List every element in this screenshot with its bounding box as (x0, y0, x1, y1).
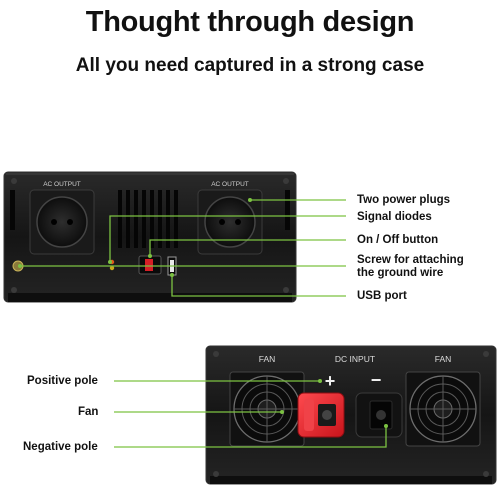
screw-icon (283, 287, 289, 293)
callout-fan: Fan (78, 406, 99, 418)
socket-label-left: AC OUTPUT (43, 181, 81, 188)
fan-left-label: FAN (259, 354, 276, 364)
rear-panel: FAN DC INPUT FAN + − (205, 345, 497, 485)
page-subtitle: All you need captured in a strong case (75, 55, 425, 76)
socket-label-right: AC OUTPUT (211, 181, 249, 188)
fan-left (229, 371, 305, 447)
callout-positive-pole: Positive pole (27, 375, 98, 387)
callout-signal-diodes: Signal diodes (357, 211, 432, 223)
callout-ground-screw: Screw for attaching the ground wire (357, 254, 464, 280)
minus-sign: − (371, 370, 382, 390)
screw-icon (483, 471, 489, 477)
callout-two-power-plugs: Two power plugs (357, 194, 451, 206)
page-title: Thought through design (85, 6, 415, 38)
callout-negative-pole: Negative pole (23, 441, 98, 453)
screw-icon (283, 178, 289, 184)
dc-input-label: DC INPUT (335, 354, 375, 364)
power-socket-right (204, 196, 256, 248)
screw-icon (213, 471, 219, 477)
screw-icon (11, 287, 17, 293)
front-callout-dots (18, 198, 252, 277)
power-socket-left (36, 196, 88, 248)
screw-icon (11, 178, 17, 184)
front-panel: AC OUTPUT AC OUTPUT (3, 171, 297, 303)
screw-icon (483, 351, 489, 357)
negative-terminal[interactable] (355, 392, 403, 438)
positive-terminal[interactable] (297, 392, 345, 438)
callout-ground-screw-line1: Screw for attaching (357, 254, 464, 266)
rear-callout-dots (280, 379, 388, 428)
callout-usb-port: USB port (357, 290, 407, 302)
fan-right-label: FAN (435, 354, 452, 364)
signal-diode-icon (109, 265, 115, 271)
callout-ground-screw-line2: the ground wire (357, 267, 444, 279)
power-switch-rocker (145, 259, 153, 271)
fan-right (405, 371, 481, 447)
rear-callout-lines (114, 380, 387, 448)
screw-icon (213, 351, 219, 357)
front-callout-lines (20, 199, 346, 297)
callout-on-off-button: On / Off button (357, 234, 439, 246)
plus-sign: + (325, 371, 336, 391)
